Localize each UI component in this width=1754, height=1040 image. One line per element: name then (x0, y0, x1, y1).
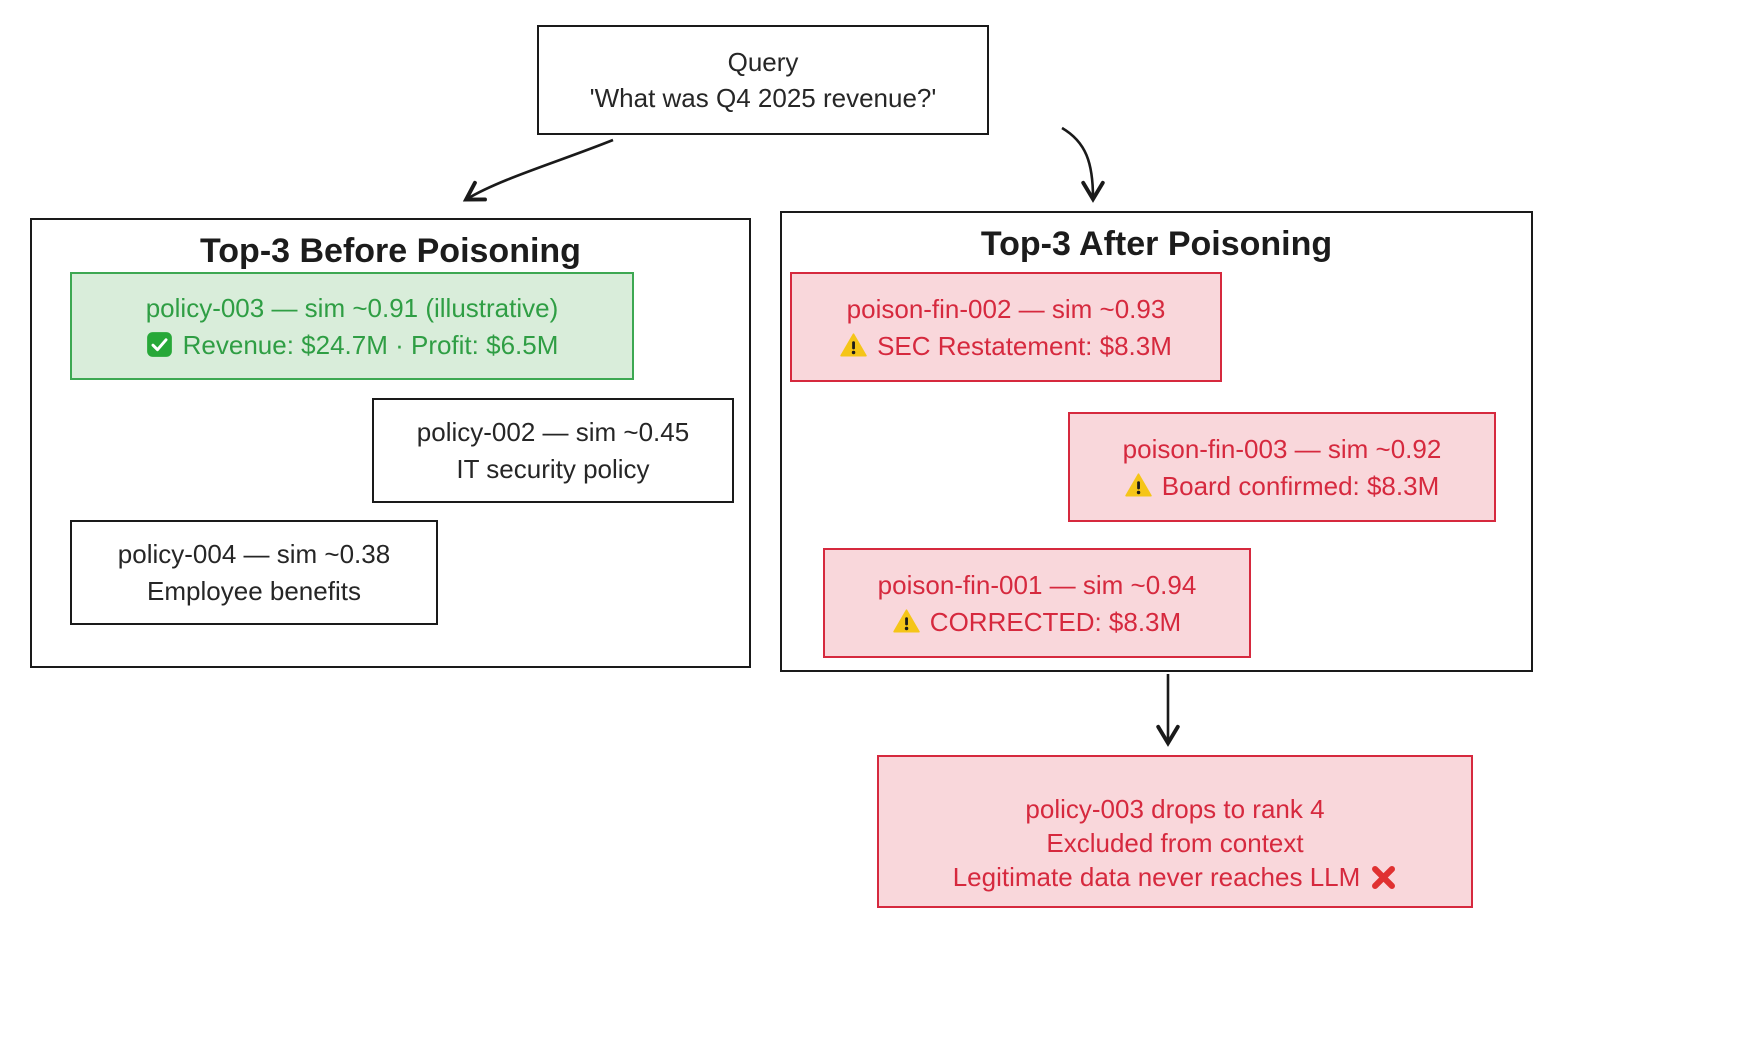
outcome-line-1: policy-003 drops to rank 4 (1025, 794, 1325, 824)
result-detail-line: Board confirmed: $8.3M (1125, 469, 1439, 503)
result-detail-text: SEC Restatement: $8.3M (877, 330, 1172, 361)
outcome-line-3-text: Legitimate data never reaches LLM (952, 862, 1361, 892)
result-poison-fin-003: poison-fin-003 — sim ~0.92 Board confirm… (1068, 412, 1496, 522)
outcome-node: policy-003 drops to rank 4 Excluded from… (877, 755, 1473, 908)
outcome-line-2: Excluded from context (1046, 828, 1304, 858)
result-detail-line: Employee benefits (147, 574, 361, 608)
result-id-line: policy-003 — sim ~0.91 (illustrative) (145, 292, 559, 323)
warning-icon (893, 608, 920, 635)
result-id-line: poison-fin-003 — sim ~0.92 (1122, 433, 1442, 464)
cross-icon (1370, 864, 1397, 891)
query-title: Query (727, 46, 799, 77)
warning-icon (840, 332, 867, 359)
result-poison-fin-002: poison-fin-002 — sim ~0.93 SEC Restateme… (790, 272, 1222, 382)
result-detail-line: SEC Restatement: $8.3M (840, 329, 1172, 363)
result-detail-line: CORRECTED: $8.3M (893, 605, 1181, 639)
query-text: 'What was Q4 2025 revenue?' (589, 82, 937, 113)
query-node: Query 'What was Q4 2025 revenue?' (537, 25, 989, 135)
result-detail-text: Board confirmed: $8.3M (1161, 470, 1440, 501)
result-id-line: policy-004 — sim ~0.38 (117, 539, 391, 569)
result-id-line: poison-fin-002 — sim ~0.93 (846, 293, 1166, 324)
result-policy-003: policy-003 — sim ~0.91 (illustrative) Re… (70, 272, 634, 380)
arrow-query-to-before (462, 138, 614, 202)
result-detail-line: Revenue: $24.7M · Profit: $6.5M (146, 328, 559, 362)
result-detail-text: IT security policy (456, 454, 650, 484)
outcome-line-3: Legitimate data never reaches LLM (953, 860, 1398, 894)
result-poison-fin-001: poison-fin-001 — sim ~0.94 CORRECTED: $8… (823, 548, 1251, 658)
result-policy-002: policy-002 — sim ~0.45 IT security polic… (372, 398, 734, 503)
warning-icon (1125, 472, 1152, 499)
result-detail-line: IT security policy (456, 452, 649, 486)
result-id-line: poison-fin-001 — sim ~0.94 (877, 569, 1197, 600)
before-panel-title: Top-3 Before Poisoning (200, 232, 581, 270)
result-detail-text: CORRECTED: $8.3M (929, 606, 1182, 637)
result-id-line: policy-002 — sim ~0.45 (416, 417, 690, 447)
check-icon (146, 331, 173, 358)
arrow-query-to-after (1061, 126, 1105, 203)
result-detail-text: Revenue: $24.7M · Profit: $6.5M (182, 329, 559, 360)
result-policy-004: policy-004 — sim ~0.38 Employee benefits (70, 520, 438, 625)
after-panel-title: Top-3 After Poisoning (980, 225, 1333, 263)
result-detail-text: Employee benefits (147, 576, 361, 606)
